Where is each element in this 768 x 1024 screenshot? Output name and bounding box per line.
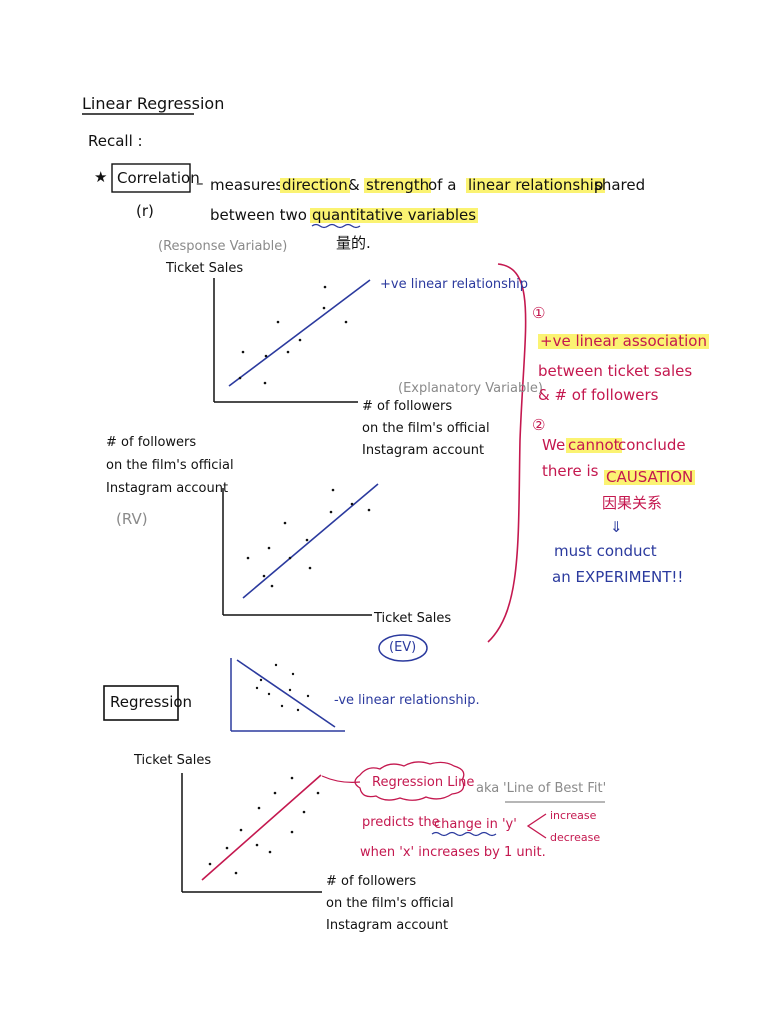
def-direction: direction [280, 176, 350, 194]
bubble-connector [321, 775, 361, 783]
red-bracket [487, 263, 527, 643]
explanatory-variable-label: (Explanatory Variable) [398, 381, 543, 396]
aka-label: aka [476, 781, 500, 796]
rv-label: (RV) [116, 510, 148, 528]
graph2-y-label-2: on the film's official [106, 458, 234, 473]
def-between: between two [210, 206, 307, 224]
chinese-note: 量的. [336, 234, 371, 252]
correlation-box [111, 163, 191, 193]
we-label: We [542, 436, 566, 454]
graph2-y-label-1: # of followers [106, 435, 197, 450]
note-number-2: ② [532, 416, 546, 434]
correlation-symbol: (r) [136, 202, 154, 220]
quantitative-underline [311, 223, 361, 229]
graph4-x-label-1: # of followers [326, 874, 417, 889]
predicts-label: predicts the [362, 815, 440, 830]
response-variable-label: (Response Variable) [158, 239, 288, 254]
causation-chinese: 因果关系 [602, 494, 663, 512]
page-title: Linear Regression [82, 94, 225, 113]
decrease-label: decrease [550, 831, 601, 844]
def-linear-relationship: linear relationship [466, 176, 606, 194]
graph1-trend-line [228, 279, 371, 387]
graph4-x-label-2: on the film's official [326, 896, 454, 911]
line-of-best-fit-label: 'Line of Best Fit' [503, 781, 607, 796]
graph4-scatter-points [208, 776, 320, 875]
graph1-x-label-2: on the film's official [362, 421, 490, 436]
ev-label: (EV) [389, 640, 417, 655]
graph1-x-label-1: # of followers [362, 399, 453, 414]
regression-bubble [354, 761, 465, 801]
regression-box [103, 685, 179, 721]
def-of-a: of a [428, 176, 457, 194]
there-is-label: there is [542, 462, 599, 480]
an-experiment: an EXPERIMENT!! [552, 568, 684, 586]
graph1-scatter-points [238, 285, 348, 385]
correlation-label: Correlation [117, 169, 200, 187]
increase-decrease-bracket [526, 813, 547, 839]
graph2-x-label: Ticket Sales [374, 611, 452, 626]
graph2-scatter-points [246, 488, 371, 588]
increase-label: increase [550, 809, 597, 822]
ev-circle [378, 634, 428, 662]
graph3-scatter-points [255, 663, 310, 712]
cannot-label: cannot [566, 436, 622, 454]
graph2-y-label-3: Instagram account [106, 481, 229, 496]
change-in-y-label: change in 'y' [434, 817, 517, 832]
between-ticket-sales: between ticket sales [538, 362, 693, 380]
change-underline [431, 831, 497, 837]
def-strength: strength [364, 176, 432, 194]
def-quantitative: quantitative variables [310, 206, 479, 224]
when-x-label: when 'x' increases by 1 unit. [360, 845, 546, 860]
note-number-1: ① [532, 304, 546, 322]
graph3-axes [230, 658, 345, 732]
graph4-y-label: Ticket Sales [134, 753, 212, 768]
graph1-y-label: Ticket Sales [166, 261, 244, 276]
graph1-x-label-3: Instagram account [362, 443, 485, 458]
graph2-trend-line [242, 483, 379, 599]
def-measures: measures [210, 176, 284, 194]
graph2-axes [222, 488, 372, 616]
graph1-axes [213, 278, 358, 403]
graph1-line-label: +ve linear relationship [380, 277, 529, 292]
def-amp: & [348, 176, 360, 194]
def-shared: shared [594, 176, 646, 194]
graph3-trend-line [236, 659, 336, 728]
causation-label: CAUSATION [604, 468, 696, 486]
conclude-label: conclude [618, 436, 686, 454]
regression-line-label: Regression Line [372, 775, 475, 790]
recall-label: Recall : [88, 132, 143, 150]
graph4-x-label-3: Instagram account [326, 918, 449, 933]
star-icon: ★ [94, 168, 108, 186]
correlation-dash: – [196, 174, 204, 192]
positive-association: +ve linear association [538, 332, 709, 350]
must-conduct: must conduct [554, 542, 657, 560]
regression-line [201, 774, 322, 881]
and-followers: & # of followers [538, 386, 659, 404]
graph4-axes [181, 773, 322, 893]
regression-label: Regression [110, 693, 193, 711]
graph3-line-label: -ve linear relationship. [334, 693, 480, 708]
down-arrow-icon: ⇓ [610, 518, 623, 536]
